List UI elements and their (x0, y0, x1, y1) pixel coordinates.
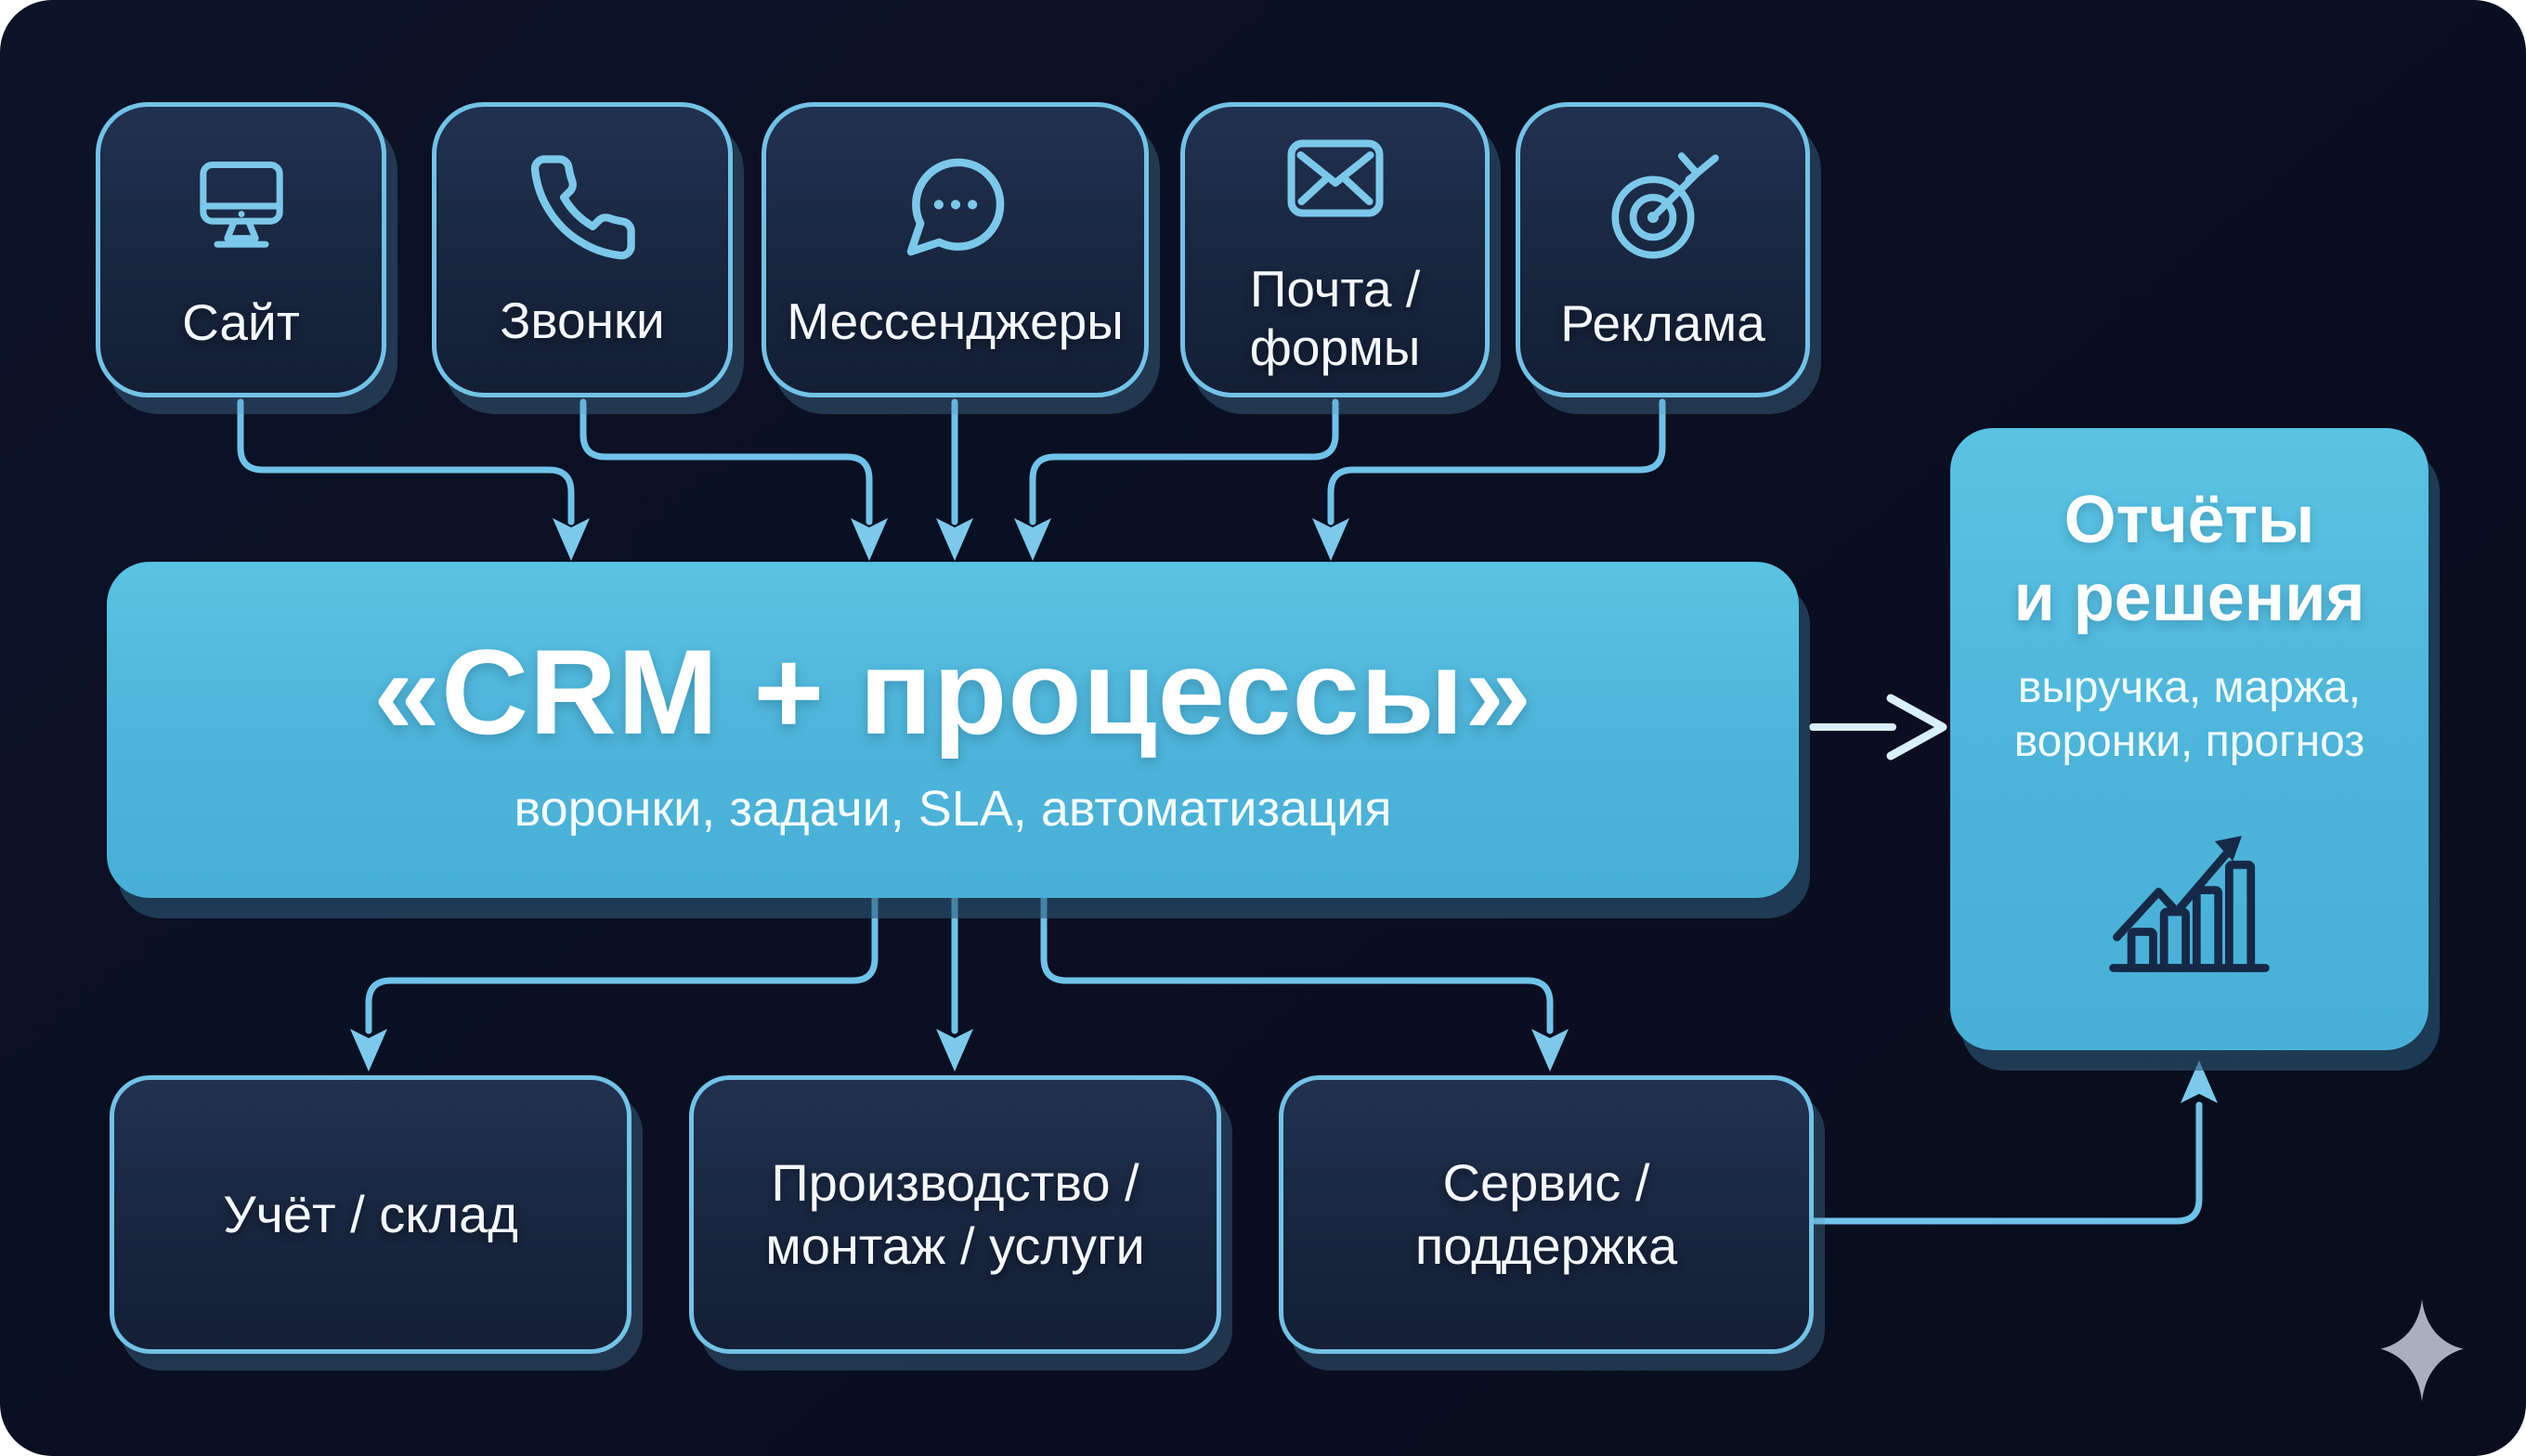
source-node-calls: Звонки (432, 102, 733, 397)
downstream-label-production: Производство / монтаж / услуги (765, 1152, 1145, 1275)
arrow-service-to-reports (1811, 1101, 2203, 1225)
source-node-site: Сайт (96, 102, 386, 397)
arrowhead-open-right (1886, 694, 1947, 760)
source-node-mail-forms: Почта / формы (1180, 102, 1490, 397)
chat-bubble-icon (896, 148, 1015, 266)
arrowhead (1531, 1029, 1569, 1072)
arrowhead (1014, 518, 1051, 561)
sparkle-icon (2374, 1296, 2470, 1408)
crm-node: «CRM + процессы» воронки, задачи, SLA, а… (107, 562, 1799, 898)
arrow-ads-to-crm (1327, 398, 1666, 526)
arrowhead (350, 1029, 387, 1072)
phone-icon (525, 150, 641, 266)
envelope-icon (1280, 123, 1391, 234)
downstream-node-service: Сервис / поддержка (1279, 1075, 1814, 1354)
reports-node: Отчёты и решения выручка, маржа, воронки… (1950, 428, 2428, 1050)
reports-title: Отчёты и решения (2013, 483, 2365, 635)
source-label-calls: Звонки (500, 291, 665, 349)
target-icon (1602, 146, 1725, 268)
arrow-site-to-crm (237, 398, 575, 526)
arrowhead (936, 1029, 973, 1072)
downstream-label-stock: Учёт / склад (223, 1184, 518, 1243)
arrow-crm-to-service (1040, 893, 1554, 1034)
arrow-crm-to-stock (365, 893, 879, 1034)
source-label-messengers: Мессенджеры (787, 292, 1124, 351)
reports-subtitle: выручка, маржа, воронки, прогноз (2013, 663, 2365, 766)
source-label-ads: Реклама (1560, 294, 1765, 353)
crm-title: «CRM + процессы» (372, 624, 1533, 760)
growth-chart-icon (2099, 803, 2280, 984)
crm-subtitle: воронки, задачи, SLA, автоматизация (514, 781, 1392, 837)
arrowhead (553, 518, 590, 561)
source-node-ads: Реклама (1516, 102, 1810, 397)
arrowhead (851, 518, 888, 561)
source-node-messengers: Мессенджеры (762, 102, 1149, 397)
source-label-site: Сайт (182, 293, 300, 352)
arrowhead (1312, 518, 1349, 561)
downstream-label-service: Сервис / поддержка (1414, 1152, 1678, 1275)
downstream-node-stock: Учёт / склад (110, 1075, 632, 1354)
arrow-mail-to-crm (1029, 398, 1339, 526)
arrow-calls-to-crm (579, 398, 873, 526)
downstream-node-production: Производство / монтаж / услуги (689, 1075, 1221, 1354)
source-label-mail-forms: Почта / формы (1249, 259, 1421, 376)
arrowhead (936, 518, 973, 561)
arrowhead-up (2181, 1060, 2218, 1103)
monitor-icon (181, 147, 302, 267)
